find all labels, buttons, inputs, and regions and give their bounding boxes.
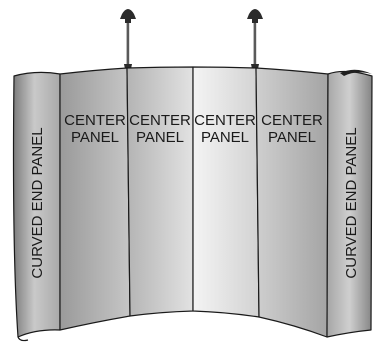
center-panel-1-label-line1: CENTER <box>64 112 126 129</box>
center-panel-2-label-line1: CENTER <box>129 112 191 129</box>
center-panel-2 <box>126 66 194 317</box>
center-panel-3-label-line2: PANEL <box>201 129 249 146</box>
left-end-panel <box>12 71 61 338</box>
center-panel-2-label-line2: PANEL <box>136 129 184 146</box>
panels <box>12 66 373 342</box>
center-panel-1-label-line2: PANEL <box>71 129 119 146</box>
panel-labels: CURVED END PANEL CENTER PANEL CENTER PAN… <box>29 112 360 279</box>
right-end-panel <box>326 70 373 338</box>
center-panel-3-label-line1: CENTER <box>194 112 256 129</box>
center-panel-4-label-line1: CENTER <box>261 112 323 129</box>
center-panel-3 <box>192 66 260 318</box>
right-end-panel-label: CURVED END PANEL <box>343 127 360 278</box>
center-panel-1 <box>59 67 131 331</box>
light-left <box>120 9 136 69</box>
center-panel-4-label-line2: PANEL <box>268 129 316 146</box>
left-end-panel-label: CURVED END PANEL <box>29 127 46 278</box>
light-right <box>247 9 263 69</box>
center-panel-4 <box>255 67 329 338</box>
